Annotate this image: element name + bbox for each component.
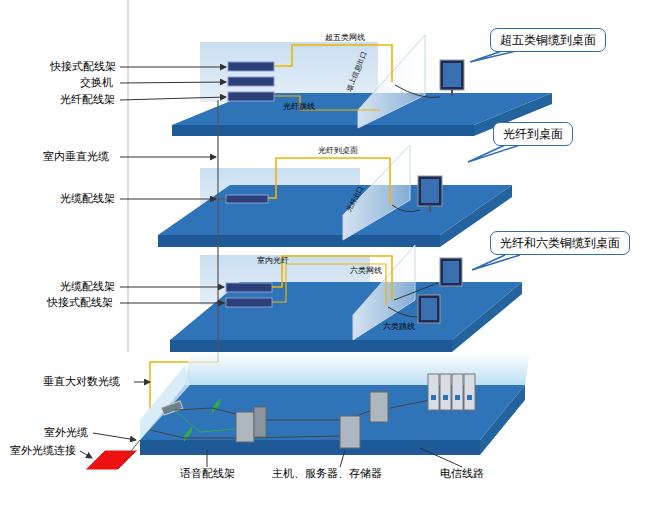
floor-2	[158, 145, 512, 247]
part-label: 主机、服务器、存储器	[272, 468, 382, 480]
callout-text: 光纤到桌面	[503, 126, 563, 143]
callout-box: 光纤到桌面	[493, 122, 573, 146]
part-label: 六类网线	[350, 267, 382, 275]
part-label: 室内光纤	[257, 257, 289, 265]
part-label: 室外光缆连接	[10, 445, 76, 457]
part-label: 室内垂直光缆	[43, 151, 109, 163]
callout-box: 超五类铜缆到桌面	[490, 28, 606, 52]
part-label: 光缆配线架	[60, 193, 115, 205]
part-label: 室外光缆	[44, 427, 88, 439]
part-label: 六类跳线	[383, 323, 415, 331]
leader-lines	[80, 67, 462, 467]
floor-4	[140, 352, 530, 455]
part-label: 电信线路	[440, 468, 484, 480]
callout-box: 光纤和六类铜缆到桌面	[490, 231, 630, 255]
callout-text: 超五类铜缆到桌面	[500, 32, 596, 49]
part-label: 快接式配线架	[47, 297, 113, 309]
part-label: 光纤到桌面	[318, 147, 358, 155]
page-rule	[128, 0, 129, 352]
part-label: 垂直大对数光缆	[43, 376, 120, 388]
part-label: 光纤跳线	[283, 103, 315, 111]
callout-text: 光纤和六类铜缆到桌面	[500, 235, 620, 252]
part-label: 超五类网线	[325, 34, 365, 42]
part-label: 交换机	[80, 77, 113, 89]
part-label: 快接式配线架	[50, 61, 116, 73]
part-label: 语音配线架	[180, 468, 235, 480]
part-label: 光缆配线架	[60, 281, 115, 293]
part-label: 光纤配线架	[60, 94, 115, 106]
floor-3	[170, 245, 522, 352]
vertical-riser	[217, 100, 218, 362]
